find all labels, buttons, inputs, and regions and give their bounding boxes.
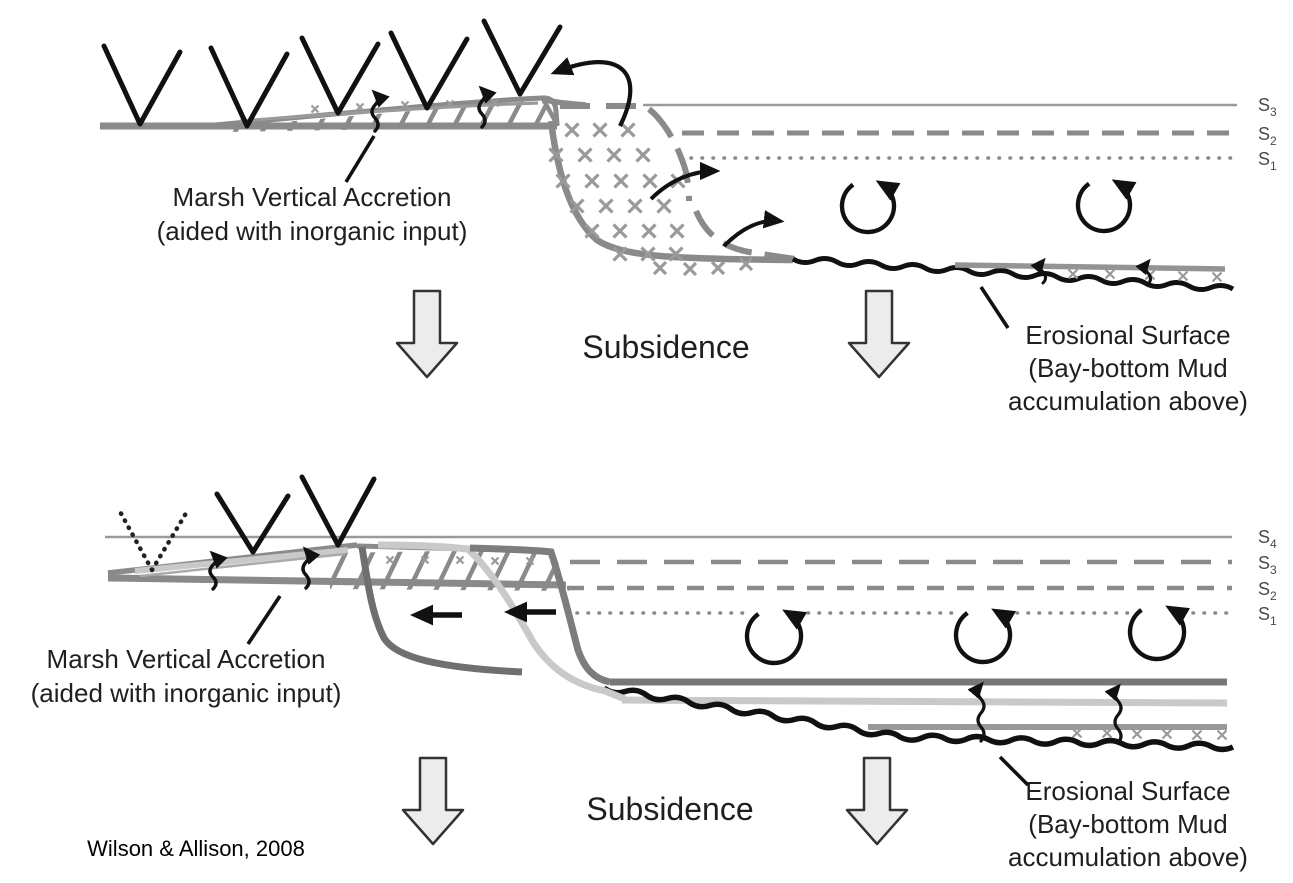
erosional-label-top-line3: accumulation above)	[1008, 386, 1248, 416]
erosional-label-bottom-line2: (Bay-bottom Mud	[1028, 809, 1227, 839]
strat-label-s3-top: S3	[1258, 95, 1277, 119]
gyre-arrows-bottom	[741, 599, 1191, 669]
plant-icon	[388, 30, 470, 111]
light-lens-band	[134, 547, 349, 574]
scarp-current	[469, 544, 611, 686]
mud-accretion-squiggle-1	[1030, 257, 1047, 285]
plant-icon	[481, 18, 563, 97]
marsh-crest-edge	[541, 97, 560, 128]
scarp-old	[358, 546, 523, 676]
erosional-label-top-line2: (Bay-bottom Mud	[1028, 353, 1227, 383]
vegetation-bottom	[115, 474, 377, 573]
erosional-surface-wavy-bottom	[602, 685, 1235, 753]
strat-lines-bottom	[105, 535, 1234, 615]
subsidence-arrow-top-right	[847, 289, 911, 379]
marsh-accretion-label-bottom-line2: (aided with inorganic input)	[31, 678, 342, 708]
strat-lines-top	[560, 103, 1239, 160]
accretion-arrow-2	[477, 85, 497, 129]
subsidence-arrow-top-left	[395, 289, 459, 379]
subsidence-label-top: Subsidence	[582, 329, 749, 365]
accretion-arrow-1	[370, 89, 390, 133]
leader-erosional-label-top	[979, 286, 1010, 329]
plant-icon	[208, 45, 290, 129]
marsh-wedge-inner-line	[239, 101, 539, 123]
plant-icon	[299, 474, 377, 548]
erosional-surface-wavy-top	[791, 256, 1235, 292]
leader-marsh-label-top	[344, 135, 376, 183]
erosional-label-top-line1: Erosional Surface	[1025, 320, 1230, 350]
strat-label-s1-top: S1	[1258, 149, 1277, 173]
mud-accretion-squiggle-2	[1135, 258, 1152, 286]
strat-label-s2-bottom: S2	[1258, 579, 1277, 603]
failure-surface-upper	[647, 106, 692, 202]
crest-surface-line	[544, 97, 587, 108]
plant-icon	[101, 43, 183, 127]
citation-text: Wilson & Allison, 2008	[87, 836, 305, 861]
subsidence-arrow-bottom-left	[401, 756, 465, 846]
failure-motion-arrow-1	[649, 161, 721, 201]
strat-label-s1-bottom: S1	[1258, 604, 1277, 628]
strat-label-s2-top: S2	[1258, 124, 1277, 148]
marsh-accretion-label-bottom-line1: Marsh Vertical Accretion	[47, 644, 326, 674]
mud-accretion-squiggle-3	[967, 681, 986, 743]
erosional-label-bottom-line3: accumulation above)	[1008, 842, 1248, 872]
strat-label-s4-bottom: S4	[1258, 527, 1277, 551]
gyre-arrows-top	[836, 173, 1137, 238]
failure-motion-arrow-2	[722, 210, 785, 248]
wedge-marks-bottom	[385, 555, 535, 566]
leader-erosional-label-bottom	[998, 755, 1030, 787]
mud-line-top	[954, 262, 1226, 272]
plant-icon	[299, 35, 381, 116]
erosional-label-bottom-line1: Erosional Surface	[1025, 776, 1230, 806]
mud-x-marks-bottom	[1071, 727, 1228, 741]
dead-plant-icon	[115, 505, 191, 573]
bottom-panel: Marsh Vertical Accretion (aided with ino…	[31, 474, 1277, 872]
mud-accretion-squiggle-4	[1104, 683, 1123, 745]
slump-scarp-top	[547, 120, 794, 264]
light-layer-line	[621, 696, 1228, 707]
vegetation-top	[101, 18, 563, 129]
top-panel: Marsh Vertical Accretion (aided with ino…	[100, 18, 1277, 416]
subsidence-label-bottom: Subsidence	[586, 791, 753, 827]
plant-icon	[214, 491, 291, 555]
rotational-slump-arrow	[550, 57, 633, 127]
accretion-arrow-3	[208, 550, 228, 591]
accretion-arrow-4	[301, 546, 321, 590]
marsh-baseline-bottom	[107, 574, 567, 589]
leader-marsh-label-bottom	[246, 595, 282, 645]
slump-x-marks	[548, 122, 754, 277]
marsh-accretion-label-top-line1: Marsh Vertical Accretion	[173, 182, 452, 212]
scarp-intermediate	[377, 541, 627, 703]
strat-label-s3-bottom: S3	[1258, 553, 1277, 577]
failure-surface-lower	[693, 209, 796, 262]
subsidence-arrow-bottom-right	[845, 756, 909, 846]
marsh-accretion-label-top-line2: (aided with inorganic input)	[157, 216, 468, 246]
